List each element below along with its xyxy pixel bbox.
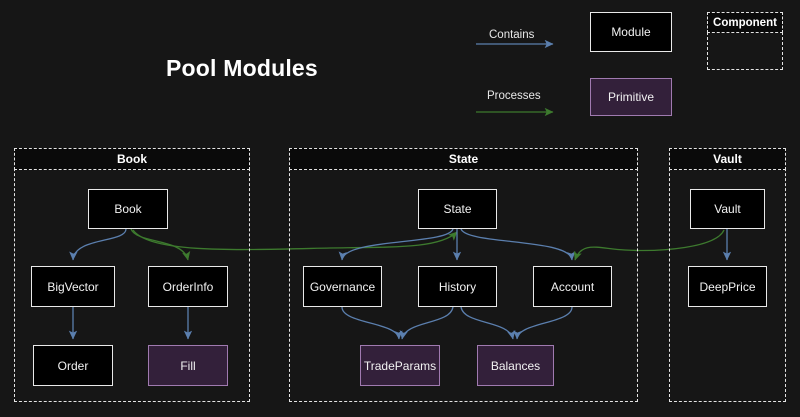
- node-balances[interactable]: Balances: [477, 345, 554, 386]
- node-vault[interactable]: Vault: [690, 189, 765, 229]
- node-order[interactable]: Order: [33, 345, 113, 386]
- node-book[interactable]: Book: [88, 189, 168, 229]
- node-history[interactable]: History: [418, 266, 497, 307]
- node-state[interactable]: State: [418, 189, 497, 229]
- legend-primitive-box: Primitive: [590, 78, 672, 116]
- node-deepprice[interactable]: DeepPrice: [688, 266, 767, 307]
- cluster-vault-label: Vault: [669, 148, 786, 170]
- cluster-state-label: State: [289, 148, 638, 170]
- node-tradeparams[interactable]: TradeParams: [360, 345, 440, 386]
- cluster-book-label: Book: [14, 148, 250, 170]
- node-governance[interactable]: Governance: [303, 266, 382, 307]
- legend-contains-label: Contains: [489, 29, 535, 41]
- node-bigvector[interactable]: BigVector: [31, 266, 115, 307]
- legend-module-box: Module: [590, 12, 672, 52]
- node-orderinfo[interactable]: OrderInfo: [148, 266, 228, 307]
- legend-processes-label: Processes: [487, 90, 541, 102]
- node-account[interactable]: Account: [533, 266, 612, 307]
- node-fill[interactable]: Fill: [148, 345, 228, 386]
- page-title: Pool Modules: [166, 55, 318, 81]
- legend-component-label: Component: [707, 12, 783, 33]
